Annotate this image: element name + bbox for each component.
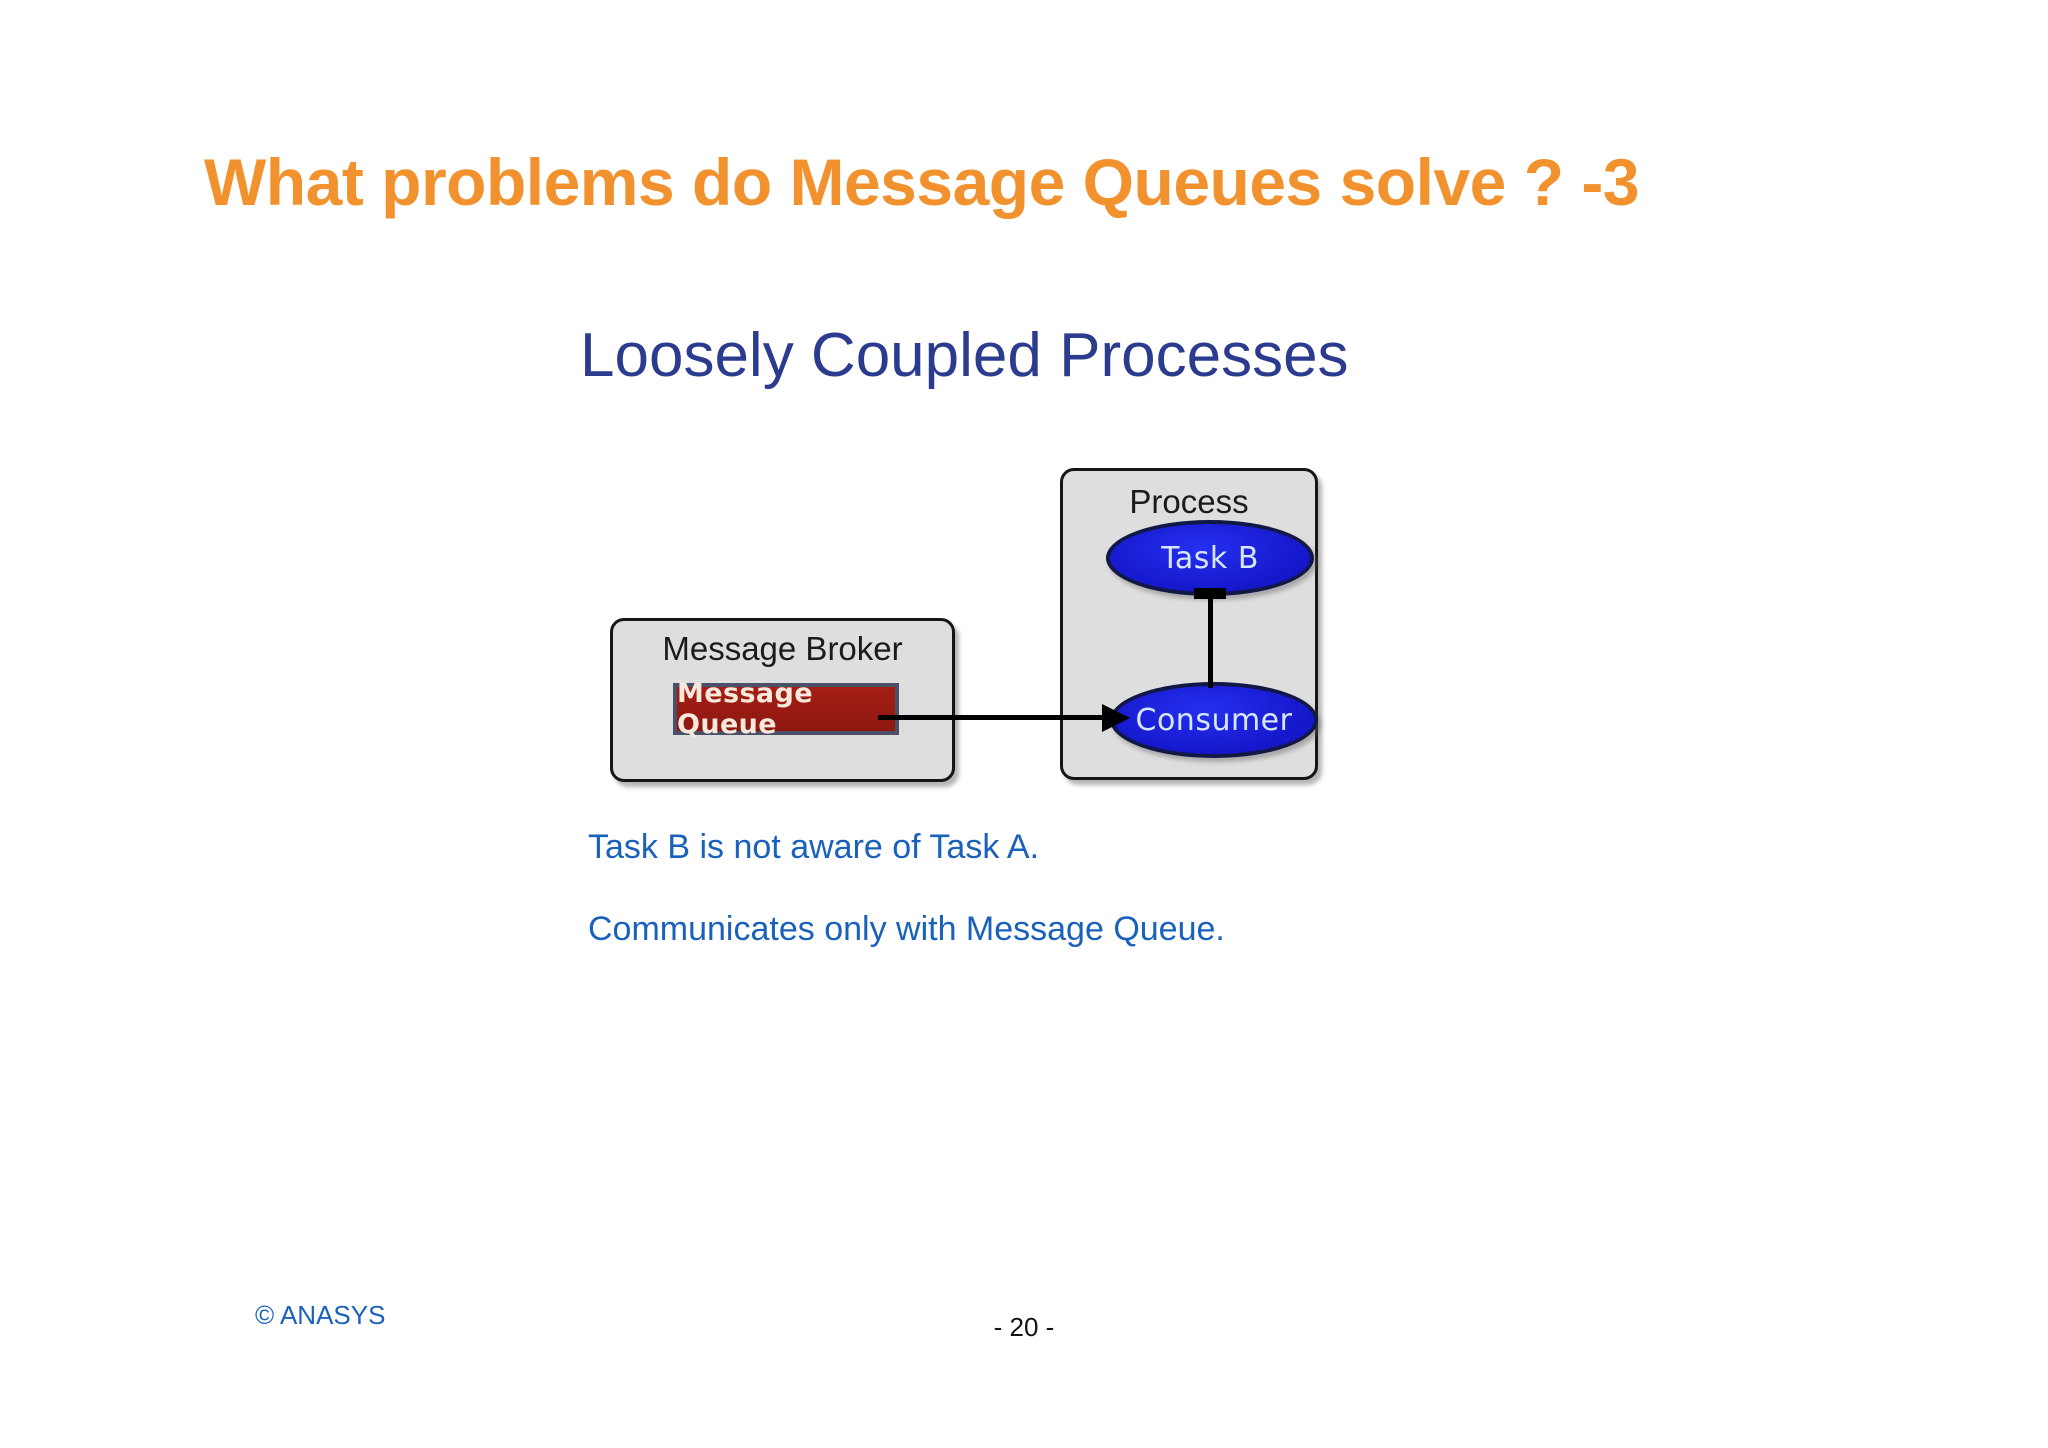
caption-line-2: Communicates only with Message Queue.	[588, 910, 1225, 948]
message-queue-node: Message Queue	[673, 678, 899, 740]
message-queue-label: Message Queue	[677, 678, 813, 740]
architecture-diagram: Process Task B Consumer Message Broker M…	[590, 450, 1350, 810]
arrow-consumer-to-task-b-head-icon	[1194, 588, 1226, 599]
caption-line-1: Task B is not aware of Task A.	[588, 828, 1040, 866]
arrow-consumer-to-task-b-line	[1208, 592, 1213, 688]
footer-copyright: © ANASYS	[255, 1300, 386, 1330]
arrow-queue-to-consumer-head-icon	[1102, 704, 1130, 732]
node-consumer-label: Consumer	[1135, 702, 1293, 738]
message-broker-container: Message Broker Message Queue	[610, 618, 955, 782]
arrow-queue-to-consumer-line	[878, 715, 1124, 720]
node-consumer: Consumer	[1110, 682, 1318, 758]
node-task-b: Task B	[1106, 520, 1314, 596]
footer-page-number: - 20 -	[993, 1312, 1055, 1342]
message-broker-label: Message Broker	[662, 630, 903, 667]
slide-subtitle: Loosely Coupled Processes	[580, 321, 1349, 390]
process-container-label: Process	[1129, 483, 1249, 520]
page-title: What problems do Message Queues solve ? …	[204, 145, 1640, 219]
node-task-b-label: Task B	[1161, 540, 1259, 576]
